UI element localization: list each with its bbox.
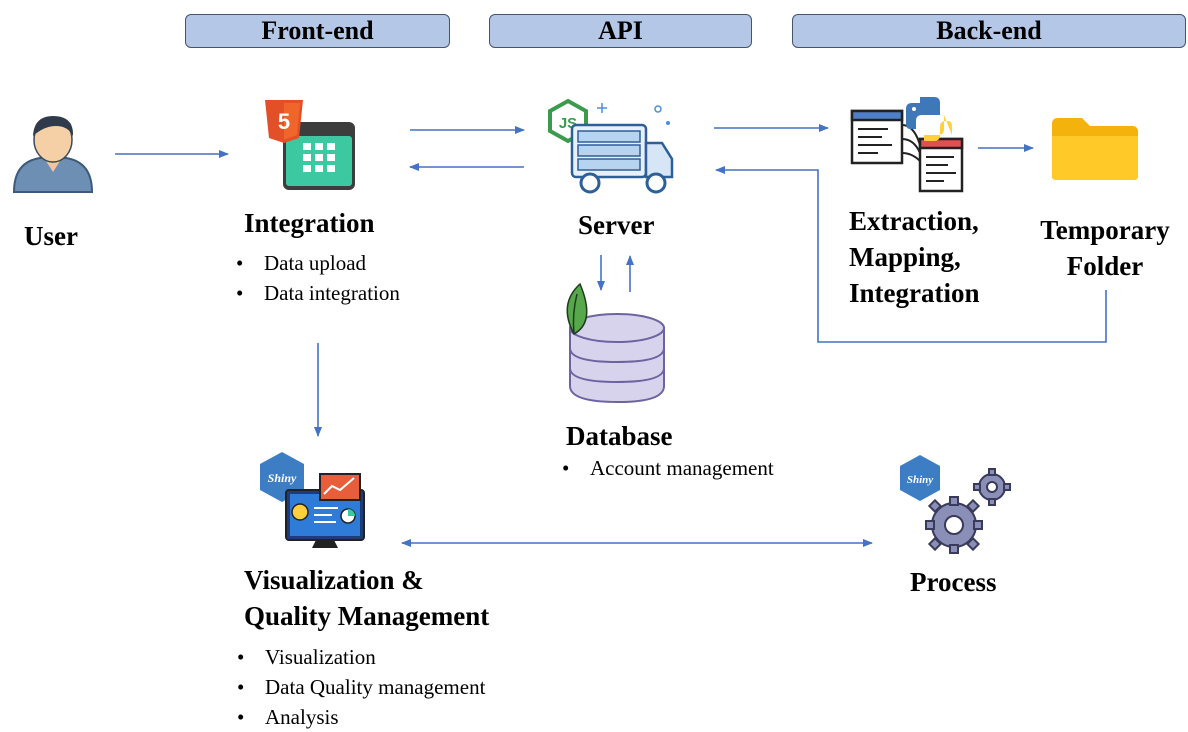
extraction-label: Extraction, Mapping, Integration (849, 203, 980, 311)
header-api: API (489, 14, 752, 48)
extraction-label-line: Extraction, (849, 206, 979, 236)
database-bullet-list: Account management (562, 453, 774, 483)
server-truck-icon: JS (548, 98, 674, 194)
shiny-gears-icon: Shiny (900, 455, 1011, 554)
visualization-bullet: Data Quality management (237, 672, 485, 702)
visualization-label: Visualization & Quality Management (244, 562, 489, 634)
integration-bullet: Data upload (236, 248, 400, 278)
svg-text:Shiny: Shiny (907, 474, 933, 486)
integration-label: Integration (244, 208, 375, 238)
svg-text:5: 5 (278, 109, 290, 134)
header-backend: Back-end (792, 14, 1186, 48)
folder-icon (1052, 118, 1138, 180)
user-label: User (24, 221, 78, 251)
process-label: Process (910, 567, 997, 597)
extraction-label-line: Mapping, (849, 242, 961, 272)
arrow-folder-to-server (715, 166, 1107, 343)
temp-folder-label-line: Temporary (1040, 215, 1170, 245)
visualization-bullet-list: Visualization Data Quality management An… (237, 642, 485, 732)
database-icon (566, 282, 665, 404)
html5-grid-icon: 5 (265, 100, 355, 190)
user-icon (12, 116, 94, 193)
visualization-bullet: Visualization (237, 642, 485, 672)
database-bullet: Account management (562, 453, 774, 483)
svg-text:Shiny: Shiny (268, 471, 297, 485)
server-label: Server (578, 210, 655, 240)
shiny-dashboard-icon: Shiny (260, 452, 365, 548)
temp-folder-label: Temporary Folder (1030, 212, 1180, 284)
integration-bullet-list: Data upload Data integration (236, 248, 400, 308)
database-label: Database (566, 421, 673, 451)
python-script-icon (850, 97, 964, 193)
header-frontend: Front-end (185, 14, 450, 48)
visualization-bullet: Analysis (237, 702, 485, 732)
integration-bullet: Data integration (236, 278, 400, 308)
extraction-label-line: Integration (849, 278, 980, 308)
temp-folder-label-line: Folder (1066, 251, 1144, 281)
visualization-label-line: Quality Management (244, 601, 490, 631)
visualization-label-line: Visualization & (244, 565, 424, 595)
